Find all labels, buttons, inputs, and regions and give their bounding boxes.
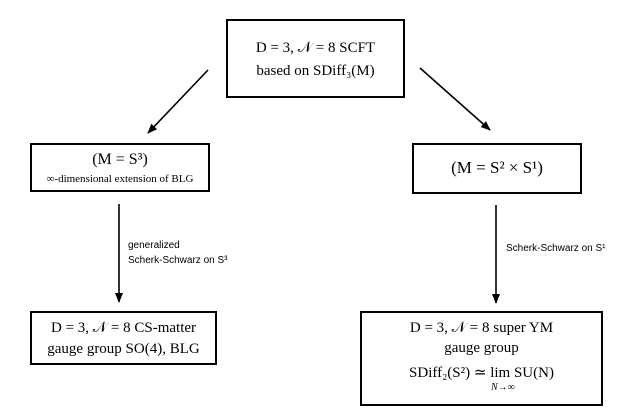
node-left-bottom: D = 3, 𝒩 = 8 CS-matter gauge group SO(4)… xyxy=(30,311,217,365)
arrow-top-to-left xyxy=(147,69,209,134)
node-top-line1: D = 3, 𝒩 = 8 SCFT xyxy=(255,40,376,56)
node-right-bottom-line3: SDiff₂(S²) ≃ lim SU(N) xyxy=(409,365,554,381)
node-left-bottom-line2: gauge group SO(4), BLG xyxy=(47,341,200,357)
node-left-mid: (M = S³) ∞-dimensional extension of BLG xyxy=(30,143,210,192)
arrow-top-to-right xyxy=(419,67,491,131)
node-right-bottom-line2: gauge group xyxy=(444,340,519,356)
edge-right-label: Scherk-Schwarz on S¹ xyxy=(506,243,606,254)
node-left-mid-line2: ∞-dimensional extension of BLG xyxy=(46,173,194,185)
node-right-mid-line1: (M = S² × S¹) xyxy=(451,158,543,177)
edge-left-label-line2: Scherk-Schwarz on S³ xyxy=(128,255,228,266)
node-left-mid-line1: (M = S³) xyxy=(92,151,148,168)
node-right-bottom-limit-subscript: N→∞ xyxy=(491,382,515,393)
edge-left-label-line1: generalized xyxy=(128,240,180,251)
node-right-bottom: D = 3, 𝒩 = 8 super YM gauge group SDiff₂… xyxy=(360,311,603,406)
node-top-line2: based on SDiff₃(M) xyxy=(256,63,375,79)
node-top: D = 3, 𝒩 = 8 SCFT based on SDiff₃(M) xyxy=(226,19,405,98)
node-right-bottom-line1: D = 3, 𝒩 = 8 super YM xyxy=(409,320,554,336)
node-right-mid: (M = S² × S¹) xyxy=(412,143,582,194)
node-left-bottom-line1: D = 3, 𝒩 = 8 CS-matter xyxy=(50,320,197,336)
